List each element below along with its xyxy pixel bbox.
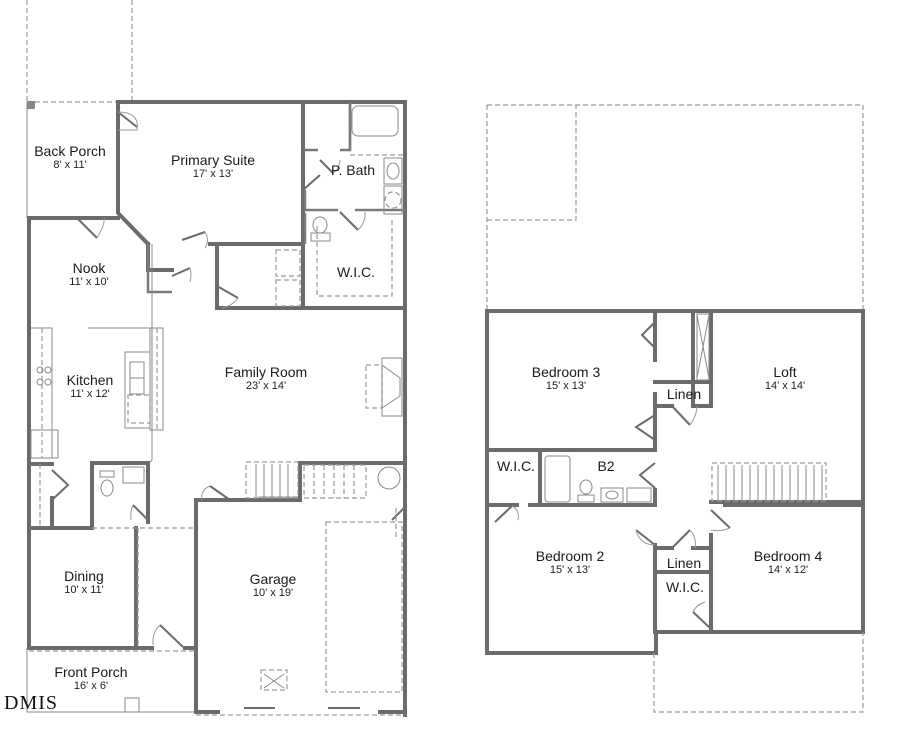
room-label-loft: Loft 14' x 14': [765, 364, 805, 393]
room-name: Front Porch: [54, 664, 128, 680]
room-label-wic-lower: W.I.C.: [666, 579, 704, 595]
room-dimensions: 11' x 12': [70, 388, 110, 401]
room-name: Bedroom 2: [535, 548, 605, 564]
room-name: Family Room: [224, 364, 308, 380]
room-name: W.I.C.: [496, 458, 536, 474]
room-name: Garage: [249, 571, 297, 587]
room-name: Bedroom 4: [753, 548, 823, 564]
room-name: Linen: [666, 386, 702, 402]
room-dimensions: 23' x 14': [245, 380, 287, 393]
room-name: Loft: [773, 364, 797, 380]
room-label-dining: Dining 10' x 11': [64, 568, 104, 597]
room-label-primary-suite: Primary Suite 17' x 13': [171, 152, 255, 181]
room-label-bedroom-2: Bedroom 2 15' x 13': [536, 548, 604, 577]
room-name: B2: [597, 458, 615, 474]
room-name: Linen: [666, 555, 702, 571]
room-dimensions: 8' x 11': [53, 159, 87, 172]
room-label-bath-b2: B2: [597, 458, 614, 474]
room-name: Dining: [64, 568, 104, 584]
room-label-nook: Nook 11' x 10': [69, 260, 108, 289]
room-label-bedroom-4: Bedroom 4 14' x 12': [754, 548, 822, 577]
room-name: Nook: [72, 260, 106, 276]
room-label-bedroom-3: Bedroom 3 15' x 13': [532, 364, 600, 393]
room-label-p-bath: P. Bath: [331, 162, 375, 178]
room-name: Back Porch: [34, 143, 106, 159]
room-label-wic-primary: W.I.C.: [337, 264, 375, 280]
room-dimensions: 10' x 19': [252, 587, 294, 600]
room-dimensions: 16' x 6': [73, 680, 109, 693]
room-label-wic-bedroom-3: W.I.C.: [497, 458, 535, 474]
room-label-kitchen: Kitchen 11' x 12': [67, 372, 114, 401]
room-dimensions: 15' x 13': [545, 380, 587, 393]
room-dimensions: 14' x 14': [764, 380, 806, 393]
room-label-front-porch: Front Porch 16' x 6': [54, 664, 127, 693]
room-dimensions: 15' x 13': [549, 564, 591, 577]
room-dimensions: 11' x 10': [69, 276, 109, 289]
room-dimensions: 10' x 11': [64, 584, 104, 597]
room-name: W.I.C.: [665, 579, 705, 595]
room-name: Kitchen: [66, 372, 114, 388]
watermark-logo: DMIS: [4, 692, 59, 714]
room-label-family-room: Family Room 23' x 14': [225, 364, 307, 393]
room-label-garage: Garage 10' x 19': [250, 571, 297, 600]
room-name: W.I.C.: [336, 264, 376, 280]
room-dimensions: 14' x 12': [767, 564, 809, 577]
room-label-linen-upper: Linen: [667, 386, 701, 402]
room-name: P. Bath: [330, 162, 376, 178]
room-name: Bedroom 3: [531, 364, 601, 380]
second-floor-plan: [485, 104, 865, 713]
room-dimensions: 17' x 13': [192, 168, 234, 181]
room-label-linen-lower: Linen: [667, 555, 701, 571]
room-label-back-porch: Back Porch 8' x 11': [34, 143, 106, 172]
first-floor-plan: [26, 0, 407, 717]
room-name: Primary Suite: [170, 152, 256, 168]
